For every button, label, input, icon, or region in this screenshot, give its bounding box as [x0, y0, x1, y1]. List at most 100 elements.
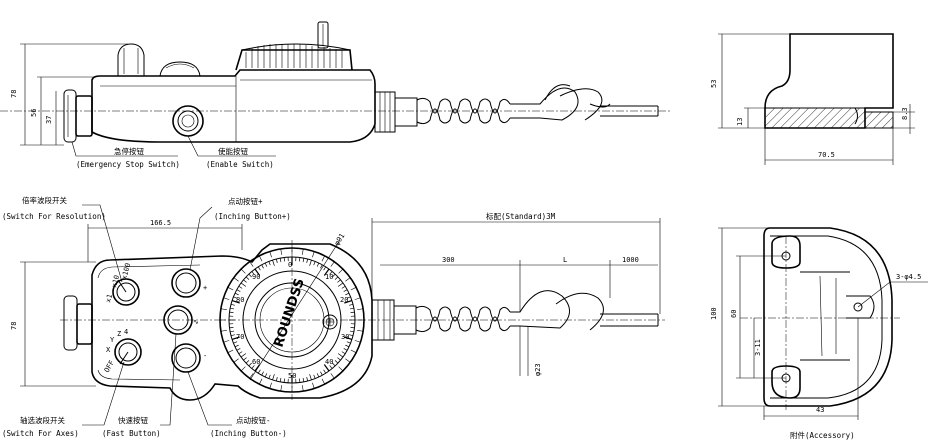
dial-tick — [345, 292, 350, 296]
dial-tick — [309, 374, 312, 381]
dial-tick — [234, 344, 239, 348]
dial-tick — [264, 262, 268, 267]
dial-knurl-mark — [280, 248, 282, 255]
dial-tick — [231, 299, 240, 304]
dial-knurl-mark — [249, 261, 254, 267]
dial-tick — [299, 257, 301, 262]
mpg-dial-knurl — [245, 44, 343, 68]
estop-label-cn: 急停按钮 — [114, 146, 144, 156]
dial-tick — [320, 371, 323, 376]
dial-tick — [257, 369, 261, 374]
dial-tick — [275, 377, 278, 382]
dial-knurl-mark — [350, 287, 357, 291]
dial-tick — [236, 289, 241, 292]
dial-tick — [257, 266, 261, 271]
dial-tick — [349, 307, 354, 310]
bracket-front-view: 100 60 3-11 43 3-φ4.5 附件(Accessory) — [710, 227, 928, 440]
dial-num-80: 80 — [236, 296, 244, 304]
dial-knurl-mark — [330, 261, 335, 267]
dial-tick — [349, 334, 354, 337]
dim-front-height: 100 — [710, 307, 718, 320]
axis-4: 4 — [124, 328, 128, 336]
dial-tick — [283, 378, 285, 383]
dial-knurl-mark — [321, 378, 325, 385]
dial-tick — [243, 279, 247, 283]
dim-front-holes: 3-φ4.5 — [896, 273, 921, 281]
dial-tick — [313, 261, 316, 266]
dial-knurl-mark — [233, 358, 239, 363]
dial-tick — [230, 330, 235, 333]
dial-tick — [275, 258, 278, 263]
dial-tick — [350, 311, 355, 313]
enable-label-cn: 使能按钮 — [218, 146, 248, 156]
dial-knurl-mark — [302, 248, 304, 255]
dial-knurl-mark — [220, 330, 227, 332]
dial-knurl-mark — [259, 255, 263, 262]
dial-tick — [240, 282, 247, 287]
sign-minus: - — [203, 352, 207, 360]
dial-tick — [245, 360, 250, 364]
dial-tick — [343, 289, 348, 292]
axis-x: X — [106, 346, 111, 354]
dial-tick — [268, 261, 271, 266]
dial-tick — [248, 362, 252, 367]
enable-label-en: (Enable Switch) — [206, 160, 274, 169]
top-view: 166.5 78 x1 x10 x100 OFF X Y Z 4 + ∿ — [2, 195, 665, 438]
dial-tick — [344, 299, 353, 304]
res-x1: x1 — [104, 293, 114, 303]
axis-knob — [114, 338, 142, 366]
dial-knurl-mark — [357, 308, 364, 310]
dim-bracket-height: 53 — [710, 80, 718, 88]
dial-tick — [329, 365, 333, 369]
dial-num-0: 0 — [288, 261, 292, 269]
dial-tick — [251, 365, 255, 369]
dial-tick — [248, 273, 252, 278]
sign-plus: + — [203, 284, 207, 292]
dial-tick — [234, 292, 239, 296]
dial-knurl-mark — [223, 297, 230, 300]
dim-front-width: 43 — [816, 406, 824, 414]
dial-knurl-mark — [312, 382, 315, 389]
dial-num-30: 30 — [341, 333, 349, 341]
dial-tick — [334, 360, 339, 364]
dial-knurl-mark — [354, 297, 361, 300]
dial-knurl-mark — [227, 349, 234, 353]
bracket-side-view: 53 13 8.3 70.5 — [710, 33, 915, 165]
res-x10: x10 — [110, 274, 121, 288]
dial-tick — [283, 257, 285, 262]
dial-knurl-mark — [350, 349, 357, 353]
dim-front-inner: 60 — [730, 310, 738, 318]
dim-diameter: φ91 — [333, 232, 346, 247]
dial-tick — [254, 268, 261, 276]
fast-label-en: (Fast Button) — [102, 429, 161, 438]
dial-tick — [309, 259, 312, 266]
dial-tick — [345, 344, 350, 348]
dial-tick — [238, 285, 243, 289]
dial-tick — [302, 377, 305, 382]
resolution-knob — [112, 278, 140, 306]
dim-cable-dia: φ23 — [534, 363, 542, 376]
dim-bracket-base: 13 — [736, 118, 744, 126]
dial-knurl-mark — [330, 373, 335, 379]
dial-tick — [341, 351, 346, 355]
accessory-caption: 附件(Accessory) — [790, 430, 855, 440]
res-x100: x100 — [120, 262, 132, 280]
dial-knurl-mark — [302, 385, 304, 392]
axes-label-en: (Switch For Axes) — [2, 429, 79, 438]
dial-knurl-mark — [259, 378, 263, 385]
dial-tick — [243, 357, 247, 361]
estop-label-en: (Emergency Stop Switch) — [76, 160, 180, 169]
dial-tick — [316, 373, 320, 378]
dial-knurl-mark — [338, 366, 344, 372]
dial-tick — [341, 285, 346, 289]
resolution-label-en: (Switch For Resolution) — [2, 212, 106, 221]
dim-total-height: 78 — [10, 90, 18, 98]
dial-num-60: 60 — [252, 358, 260, 366]
inch-plus-label-en: (Inching Button+) — [214, 212, 291, 221]
dial-num-10: 10 — [325, 273, 333, 281]
inch-minus-label-cn: 点动按钮- — [236, 415, 271, 425]
dial-tick — [236, 348, 241, 351]
dial-tick — [233, 341, 238, 344]
dial-knurl-mark — [321, 255, 325, 262]
